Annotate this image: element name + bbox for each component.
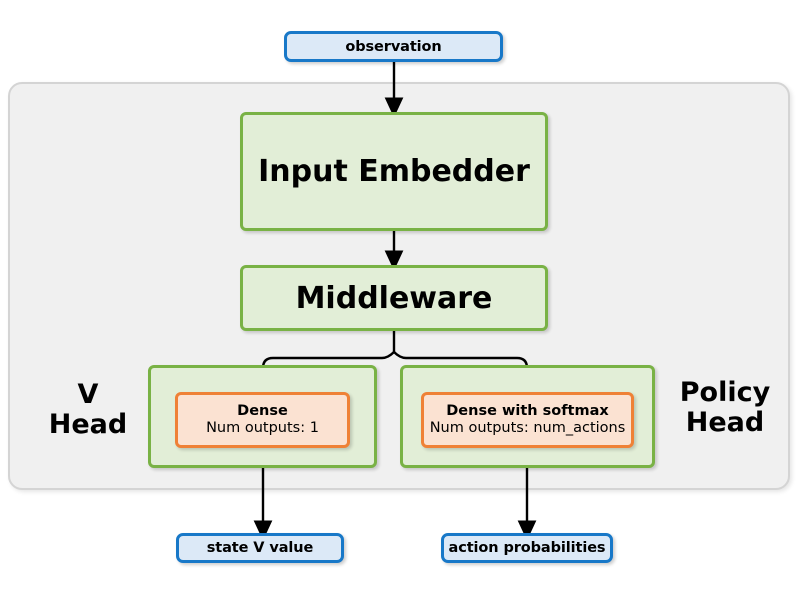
node-action-probabilities-label: action probabilities [448,540,606,556]
node-dense-with-softmax-subtitle: Num outputs: num_actions [429,420,626,436]
node-dense[interactable]: Dense Num outputs: 1 [175,392,350,448]
node-middleware[interactable]: Middleware [240,265,548,331]
node-observation-label: observation [345,38,442,55]
node-observation[interactable]: observation [284,31,503,62]
node-state-v-value[interactable]: state V value [176,533,344,563]
node-dense-subtitle: Num outputs: 1 [206,420,319,436]
node-dense-title: Dense [237,402,288,419]
node-input-embedder-label: Input Embedder [258,154,530,189]
node-input-embedder[interactable]: Input Embedder [240,112,548,231]
node-action-probabilities[interactable]: action probabilities [441,533,613,563]
node-dense-with-softmax-title: Dense with softmax [446,402,609,419]
label-v-head: V Head [48,379,128,441]
node-state-v-value-label: state V value [206,540,314,556]
node-dense-with-softmax[interactable]: Dense with softmax Num outputs: num_acti… [421,392,634,448]
label-policy-head: Policy Head [679,377,771,439]
node-middleware-label: Middleware [295,280,493,316]
